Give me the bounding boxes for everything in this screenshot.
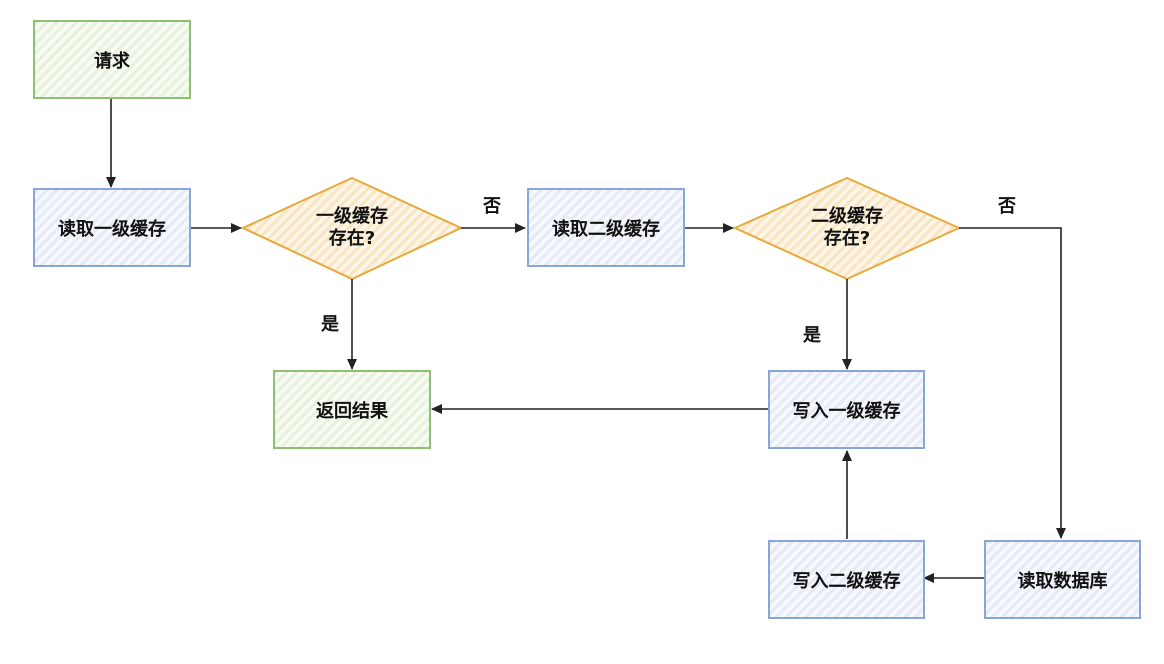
edge-label-l2-yes: 是 [803,325,821,346]
decision-l1-line2: 存在? [328,228,376,249]
arrow-decision-l2-no [959,227,1066,539]
node-read-l2-cache: 读取二级缓存 [527,188,685,267]
node-request-label: 请求 [94,50,130,72]
node-read-database: 读取数据库 [984,540,1141,619]
decision-l2-text: 二级缓存 存在? [787,206,907,250]
decision-l1-text: 一级缓存 存在? [292,206,412,250]
decision-l2-line2: 存在? [823,228,871,249]
node-read-l1-cache-label: 读取一级缓存 [58,218,166,240]
node-read-l2-cache-label: 读取二级缓存 [552,218,660,240]
decision-l1-line1: 一级缓存 [316,206,388,227]
node-write-l2-cache-label: 写入二级缓存 [792,570,901,592]
node-write-l1-cache-label: 写入一级缓存 [792,400,901,422]
node-return-result: 返回结果 [273,370,431,449]
edge-label-l1-no: 否 [483,196,501,217]
edge-label-l1-yes: 是 [321,314,339,335]
node-write-l1-cache: 写入一级缓存 [768,370,925,449]
node-read-database-label: 读取数据库 [1017,570,1108,592]
decision-l2-line1: 二级缓存 [811,206,883,227]
node-read-l1-cache: 读取一级缓存 [33,188,191,267]
node-write-l2-cache: 写入二级缓存 [768,540,925,619]
node-request: 请求 [33,20,191,99]
edge-label-l2-no: 否 [998,196,1016,217]
node-return-result-label: 返回结果 [316,400,388,422]
